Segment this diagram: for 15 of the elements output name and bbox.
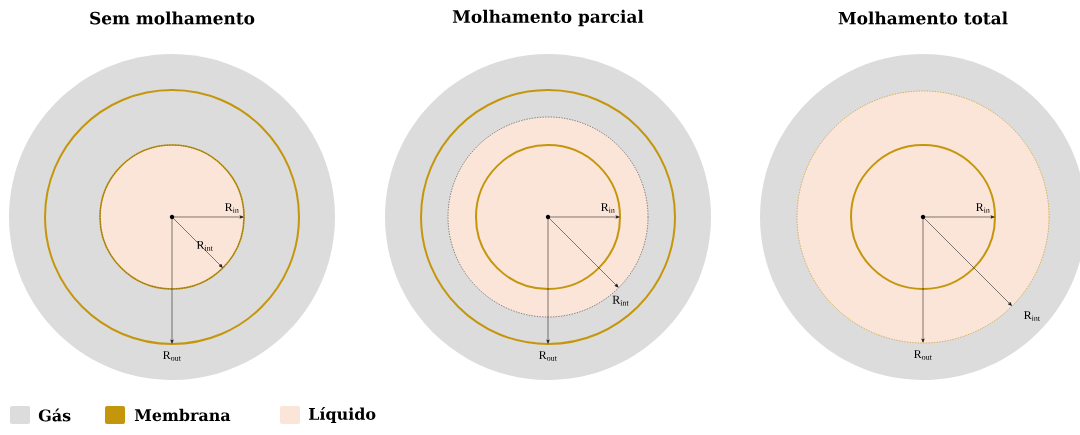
legend-label: Membrana [134, 408, 231, 422]
radius-label: R$_{int}$ [612, 295, 629, 306]
panel-title: Molhamento parcial [452, 9, 644, 27]
panel-title: Molhamento total [838, 11, 1008, 25]
radius-label: R$_{in}$ [601, 203, 615, 213]
radius-label: R$_{int}$ [196, 241, 213, 251]
legend-label: Líquido [308, 406, 376, 423]
radius-label: R$_{out}$ [163, 351, 181, 361]
radius-label: R$_{out}$ [539, 351, 557, 361]
radius-label: R$_{in}$ [225, 203, 239, 213]
legend-label: Gás [38, 408, 71, 422]
panel-title: Sem molhamento [90, 11, 255, 25]
radius-label: R$_{in}$ [976, 203, 990, 213]
radius-label: R$_{int}$ [1024, 311, 1040, 321]
radius-label: R$_{out}$ [914, 350, 932, 360]
